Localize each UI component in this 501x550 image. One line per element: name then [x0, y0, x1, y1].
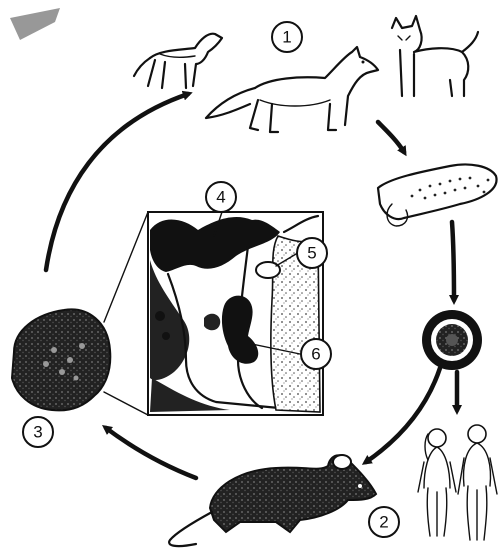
label-2: 2 — [369, 507, 399, 537]
tapeworm-segment-icon — [378, 164, 497, 226]
svg-text:6: 6 — [311, 345, 320, 364]
svg-text:4: 4 — [216, 188, 225, 207]
arrow-segment-to-egg — [452, 222, 454, 300]
fox-icon — [206, 47, 378, 132]
svg-text:2: 2 — [379, 513, 388, 532]
svg-text:3: 3 — [33, 423, 42, 442]
label-3: 3 — [23, 417, 53, 447]
mouse-icon — [169, 455, 376, 546]
humans-icon — [418, 425, 497, 540]
arrow-egg-to-mouse — [366, 368, 440, 462]
liver-lesion-icon — [12, 309, 110, 410]
egg-icon — [422, 310, 482, 370]
arrow-mouse-to-lesion — [106, 428, 196, 478]
svg-text:1: 1 — [282, 28, 291, 47]
microscopic-section-icon — [104, 212, 323, 415]
scan-smudge — [10, 8, 60, 40]
cat-icon — [392, 16, 478, 96]
arrow-fox-to-segment — [378, 122, 404, 152]
dog-icon — [134, 34, 222, 88]
label-1: 1 — [272, 22, 302, 52]
svg-text:5: 5 — [307, 244, 316, 263]
